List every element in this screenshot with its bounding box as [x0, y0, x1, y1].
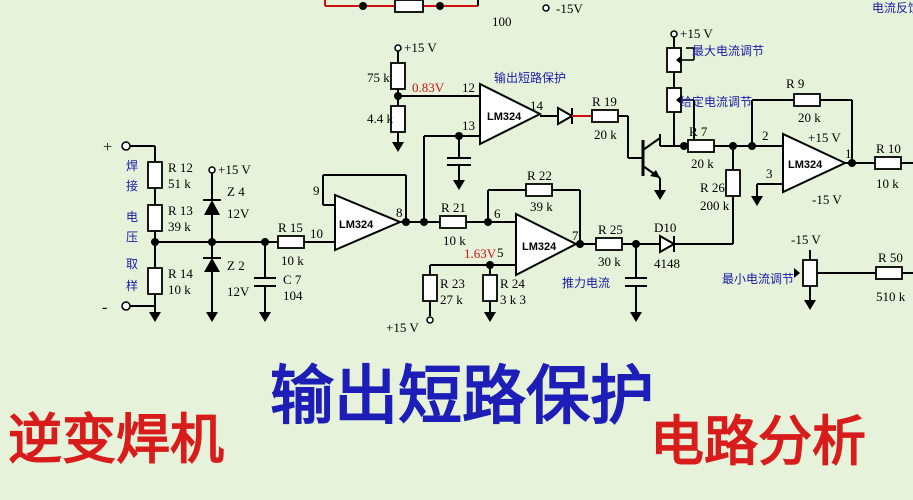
r15-label: R 15 [278, 220, 303, 235]
r12-value: 51 k [168, 176, 191, 191]
banner-title: 逆变焊机 输出短路保护 电路分析 [8, 360, 866, 473]
opamp-u3: R 21 10 k 6 R 22 39 k LM324 7 5 1.63V +1… [386, 168, 734, 335]
u2-pin14: 14 [530, 98, 544, 113]
sample-char-3: 压 [126, 230, 138, 244]
r21-value: 10 k [443, 233, 466, 248]
set-current-label: 给定电流调节 [680, 94, 752, 109]
sample-char-2: 电 [126, 210, 138, 224]
z4-value: 12V [227, 206, 250, 221]
r19-value: 20 k [594, 127, 617, 142]
minus-terminal-label: - [102, 299, 107, 316]
current-setting: +15 V 最大电流调节 给定电流调节 R 7 20 k R 26 200 k … [666, 26, 783, 213]
sample-char-0: 焊 [126, 158, 138, 173]
r24-value: 3 k 3 [500, 292, 526, 307]
transistor-q [641, 134, 684, 200]
r50-value: 510 k [876, 289, 906, 304]
min-current-section: -15 V 最小电流调节 R 50 510 k [722, 232, 913, 310]
top-fragment: 100 -15V 电流反馈 [324, 0, 913, 29]
top-vneg15: -15V [556, 1, 583, 16]
r7-label: R 7 [689, 124, 708, 139]
r7-value: 20 k [691, 156, 714, 171]
u2-pin13: 13 [462, 118, 475, 133]
r10-value: 10 k [876, 176, 899, 191]
u3-label: LM324 [522, 241, 557, 253]
bottom-supply: +15 V [386, 320, 419, 335]
u2-label: LM324 [487, 111, 522, 123]
short-protect-section: +15 V 75 k 4.4 k 0.83V 12 LM324 输出短路保护 1… [367, 40, 643, 222]
z4-supply: +15 V [218, 162, 251, 177]
u4-pin2: 2 [762, 128, 769, 143]
thrust-current-label: 推力电流 [562, 276, 610, 290]
r24-label: R 24 [500, 276, 525, 291]
voltage-163: 1.63V [464, 246, 497, 261]
r26-value: 200 k [700, 198, 730, 213]
r13-value: 39 k [168, 219, 191, 234]
u2-pin12: 12 [462, 80, 475, 95]
sample-char-4: 取 [126, 257, 138, 271]
min-supply: -15 V [791, 232, 821, 247]
r75k: 75 k [367, 70, 390, 85]
opamp-u4: R 9 20 k LM324 +15 V -15 V 3 1 R 10 10 k [751, 76, 913, 207]
u1-pin9: 9 [313, 183, 320, 198]
u3-pin7: 7 [572, 228, 579, 243]
u1-pin8: 8 [396, 205, 403, 220]
z4-label: Z 4 [227, 184, 245, 199]
r12-label: R 12 [168, 160, 193, 175]
r23-label: R 23 [440, 276, 465, 291]
r22-value: 39 k [530, 199, 553, 214]
r13-label: R 13 [168, 203, 193, 218]
sample-char-1: 接 [126, 178, 138, 193]
r23-value: 27 k [440, 292, 463, 307]
min-current-label: 最小电流调节 [722, 272, 794, 286]
d10-label: D10 [654, 220, 676, 235]
top-right-label: 电流反馈 [872, 1, 913, 15]
r25-label: R 25 [598, 222, 623, 237]
u1-label: LM324 [339, 219, 374, 231]
banner-center: 输出短路保护 [270, 360, 654, 434]
r44k: 4.4 k [367, 111, 394, 126]
z2-value: 12V [227, 284, 250, 299]
pot-supply: +15 V [680, 26, 713, 41]
short-protect-title: 输出短路保护 [494, 70, 566, 85]
d10-value: 4148 [654, 256, 680, 271]
r14-label: R 14 [168, 266, 193, 281]
r15-value: 10 k [281, 253, 304, 268]
banner-right: 电路分析 [650, 410, 866, 473]
r50-label: R 50 [878, 250, 903, 265]
u1-pin10: 10 [310, 226, 323, 241]
r25-value: 30 k [598, 254, 621, 269]
max-current-label: 最大电流调节 [692, 44, 764, 58]
u4-pin1: 1 [845, 146, 852, 161]
c7-value: 104 [283, 288, 303, 303]
banner-left: 逆变焊机 [8, 408, 224, 471]
sample-char-5: 样 [126, 278, 138, 293]
input-sampling: + - 焊 接 电 压 取 样 R 12 51 k R 13 39 k R 14… [102, 139, 193, 322]
z2-label: Z 2 [227, 258, 245, 273]
r14-value: 10 k [168, 282, 191, 297]
top-r100: 100 [492, 14, 512, 29]
r9-label: R 9 [786, 76, 804, 91]
opamp-u1: LM324 10 9 8 [310, 174, 440, 252]
voltage-083: 0.83V [412, 80, 445, 95]
r21-label: R 21 [441, 200, 466, 215]
r10-label: R 10 [876, 141, 901, 156]
u4-pin3: 3 [766, 166, 773, 181]
c7-label: C 7 [283, 272, 302, 287]
r9-value: 20 k [798, 110, 821, 125]
plus-terminal-label: + [103, 139, 112, 156]
r19-label: R 19 [592, 94, 617, 109]
r22-label: R 22 [527, 168, 552, 183]
u4-label: LM324 [788, 159, 823, 171]
u3-pin6: 6 [494, 206, 501, 221]
r26-label: R 26 [700, 180, 725, 195]
top-supply: +15 V [404, 40, 437, 55]
u4-pos-supply: +15 V [808, 130, 841, 145]
zener-clamp: +15 V Z 4 12V Z 2 12V C 7 104 R 15 10 k [155, 162, 335, 322]
u4-neg-supply: -15 V [812, 192, 842, 207]
u3-pin5: 5 [497, 245, 504, 260]
